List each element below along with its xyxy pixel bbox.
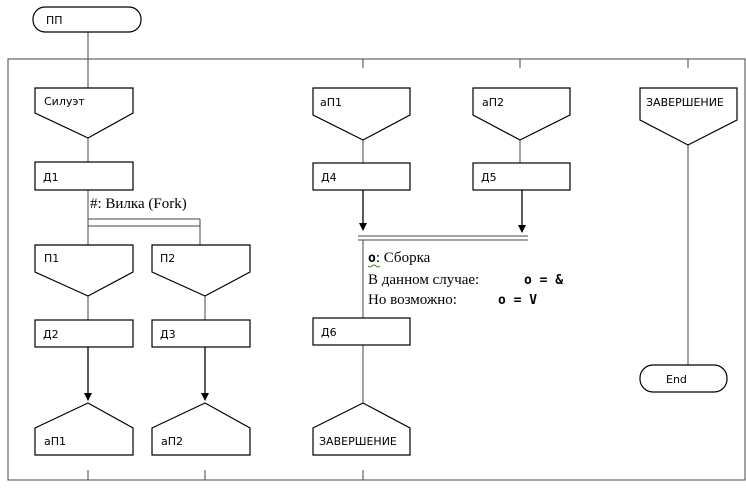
d1-label: Д1 (43, 171, 59, 184)
receive-p1: П1 (34, 244, 134, 297)
case-prefix: В данном случае: (368, 272, 479, 288)
out-ap2-label: аП2 (161, 435, 183, 448)
d6-label: Д6 (321, 326, 337, 339)
d3-label: Д3 (160, 328, 176, 341)
silhouette-label: Силуэт (44, 95, 85, 108)
svg-text:o: Сборка: o: Сборка (368, 250, 431, 266)
receive-ap1: аП1 (312, 87, 411, 141)
d5-label: Д5 (481, 171, 497, 184)
action-d1: Д1 (34, 161, 134, 191)
receive-finish-top: ЗАВЕРШЕНИЕ (639, 87, 738, 146)
receive-p2: П2 (151, 244, 251, 297)
finish-bottom-label: ЗАВЕРШЕНИЕ (319, 435, 397, 448)
send-finish-bottom: ЗАВЕРШЕНИЕ (312, 402, 411, 456)
end-node: End (639, 364, 728, 393)
p1-label: П1 (44, 252, 59, 265)
join-note: o: Сборка В данном случае: o = & Но возм… (367, 250, 563, 308)
finish-top-label: ЗАВЕРШЕНИЕ (646, 96, 724, 109)
action-d6: Д6 (312, 317, 411, 346)
send-ap2-bottom: аП2 (151, 402, 251, 456)
in-ap2-label: аП2 (482, 96, 504, 109)
start-node: ПП (32, 6, 142, 33)
action-d5: Д5 (472, 162, 571, 191)
loop-frame (7, 58, 746, 481)
end-label: End (666, 373, 687, 386)
start-label: ПП (46, 14, 63, 27)
fork-note: #: Вилка (Fork) (90, 196, 187, 212)
p2-label: П2 (160, 252, 175, 265)
in-ap1-label: аП1 (320, 96, 342, 109)
action-d4: Д4 (312, 162, 411, 191)
send-ap1-bottom: аП1 (34, 402, 134, 456)
d2-label: Д2 (43, 328, 59, 341)
receive-ap2: аП2 (472, 87, 571, 141)
out-ap1-label: аП1 (44, 435, 66, 448)
receive-silhouette: Силуэт (34, 87, 134, 139)
possible-prefix: Но возможно: (368, 292, 457, 308)
possible-expr: o = V (498, 293, 537, 308)
join-title: : Сборка (376, 250, 431, 266)
action-d3: Д3 (151, 319, 251, 348)
case-expr: o = & (524, 273, 563, 288)
join-symbol: o (368, 251, 376, 266)
action-d2: Д2 (34, 319, 134, 348)
connector-lines (7, 32, 746, 481)
d4-label: Д4 (321, 171, 337, 184)
